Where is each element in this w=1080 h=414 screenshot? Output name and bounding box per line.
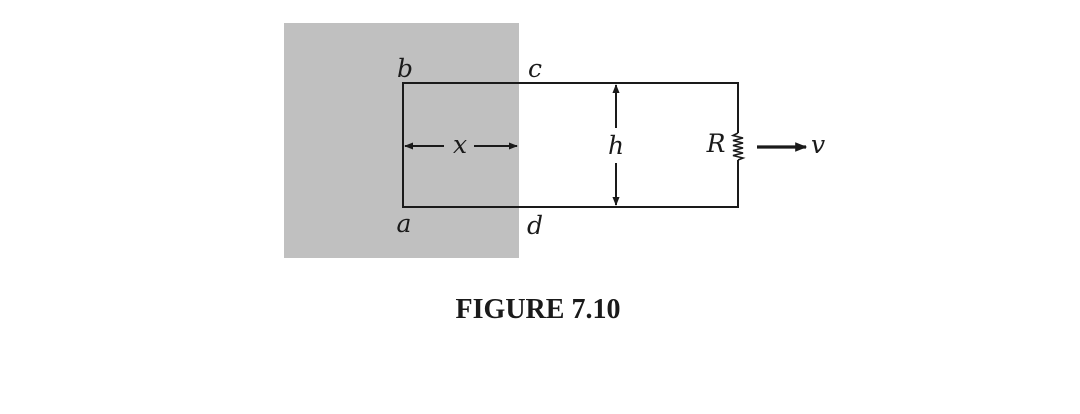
figure-caption: FIGURE 7.10 (456, 294, 621, 325)
field-region (284, 23, 519, 258)
label-h: h (608, 131, 624, 160)
label-R: R (706, 129, 726, 158)
label-d: d (527, 211, 543, 240)
label-b: b (397, 54, 413, 83)
label-a: a (397, 209, 412, 238)
label-x: x (453, 130, 467, 159)
label-c: c (528, 54, 542, 83)
resistor-symbol (730, 132, 746, 161)
label-v: v (811, 130, 825, 159)
loop-wire (402, 82, 739, 208)
